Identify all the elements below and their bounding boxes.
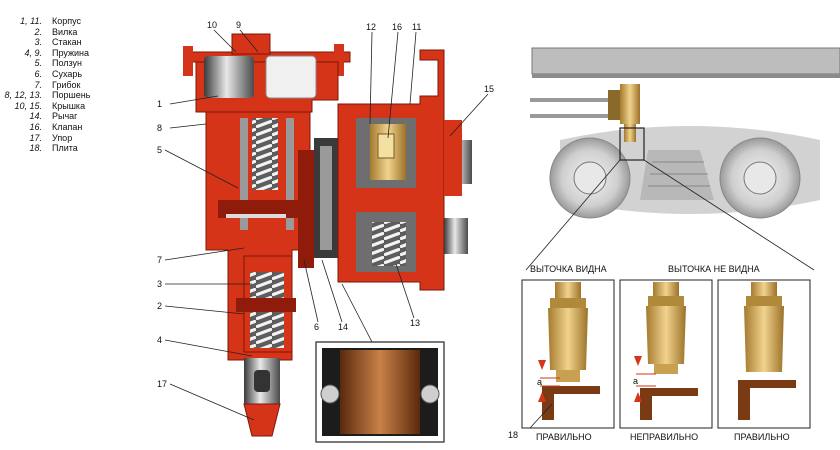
svg-text:a: a bbox=[633, 376, 638, 386]
legend-number: 3. bbox=[34, 37, 42, 48]
callout-3: 3 bbox=[157, 279, 162, 289]
fork bbox=[236, 298, 296, 312]
callout-6: 6 bbox=[314, 322, 319, 332]
legend-number: 4, 9. bbox=[24, 47, 42, 58]
legend-row: 17. Упор bbox=[4, 133, 90, 144]
callout-4: 4 bbox=[157, 335, 162, 345]
legend-number: 14. bbox=[29, 111, 42, 122]
legend-part-name: Плита bbox=[52, 143, 78, 154]
upper-piston-left bbox=[204, 56, 254, 98]
label-correct-2: ПРАВИЛЬНО bbox=[734, 432, 790, 442]
legend-part-name: Клапан bbox=[52, 121, 83, 132]
slider bbox=[218, 200, 298, 218]
inner-rod-right bbox=[286, 118, 294, 230]
panel-correct-1: a ПРАВИЛЬНО bbox=[521, 279, 615, 442]
legend-row: 4, 9. Пружина bbox=[4, 48, 90, 59]
mounting-view bbox=[525, 47, 840, 271]
legend-number: 2. bbox=[34, 26, 42, 37]
plate-18-b bbox=[640, 388, 698, 420]
legend-part-name: Пружина bbox=[52, 47, 89, 58]
left-bolt bbox=[183, 46, 193, 76]
callout-7: 7 bbox=[157, 255, 162, 265]
legend-part-name: Грибок bbox=[52, 79, 81, 90]
legend-part-name: Ползун bbox=[52, 58, 83, 69]
outlet-lower bbox=[444, 218, 468, 254]
callout-8: 8 bbox=[157, 123, 162, 133]
header-visible: ВЫТОЧКА ВИДНА bbox=[530, 264, 607, 274]
legend-row: 3. Стакан bbox=[4, 37, 90, 48]
legend-part-name: Рычаг bbox=[52, 111, 78, 122]
zoom-box bbox=[619, 127, 645, 161]
legend-row: 2. Вилка bbox=[4, 27, 90, 38]
callout-16: 16 bbox=[392, 22, 402, 32]
legend-part-name: Крышка bbox=[52, 100, 86, 111]
upper-spring bbox=[252, 118, 278, 190]
legend-number: 7. bbox=[34, 79, 42, 90]
legend-part-name: Упор bbox=[52, 132, 73, 143]
inner-rod-left bbox=[240, 118, 248, 230]
valve-cross-section bbox=[183, 33, 472, 443]
legend-row: 6. Сухарь bbox=[4, 69, 90, 80]
callout-17: 17 bbox=[157, 379, 167, 389]
panel-correct-2: ПРАВИЛЬНО bbox=[717, 279, 811, 442]
legend-part-name: Вилка bbox=[52, 26, 78, 37]
callout-text: 1 8 5 7 3 2 4 17 6 14 10 9 12 16 11 13 1… bbox=[157, 20, 494, 389]
legend-number: 6. bbox=[34, 68, 42, 79]
legend-number: 18. bbox=[29, 143, 42, 154]
callout-5: 5 bbox=[157, 145, 162, 155]
mounted-valve bbox=[620, 84, 640, 124]
plate-18-c bbox=[738, 380, 796, 420]
label-incorrect: НЕПРАВИЛЬНО bbox=[630, 432, 698, 442]
frame-beam bbox=[531, 47, 840, 75]
callout-13: 13 bbox=[410, 318, 420, 328]
lever bbox=[298, 150, 314, 268]
stop-tip bbox=[243, 403, 281, 437]
upper-piston-right bbox=[265, 55, 317, 99]
legend-part-name: Сухарь bbox=[52, 68, 83, 79]
callout-9: 9 bbox=[236, 20, 241, 30]
legend-part-name: Стакан bbox=[52, 37, 82, 48]
label-correct-1: ПРАВИЛЬНО bbox=[536, 432, 592, 442]
callout-2: 2 bbox=[157, 301, 162, 311]
legend-row: 16. Клапан bbox=[4, 122, 90, 133]
callout-10: 10 bbox=[207, 20, 217, 30]
legend-number: 17. bbox=[29, 132, 42, 143]
callout-14: 14 bbox=[338, 322, 348, 332]
callout-layer bbox=[164, 29, 489, 421]
legend-number: 8, 12, 13. bbox=[4, 90, 42, 101]
legend-number: 5. bbox=[34, 58, 42, 69]
legend-row: 8, 12, 13. Поршень bbox=[4, 90, 90, 101]
callout-12: 12 bbox=[366, 22, 376, 32]
legend-number: 1, 11. bbox=[20, 16, 42, 26]
piston-13-spring bbox=[372, 222, 406, 266]
legend-number: 10, 15. bbox=[14, 100, 42, 111]
legend-row: 10, 15. Крышка bbox=[4, 101, 90, 112]
callout-15: 15 bbox=[484, 84, 494, 94]
svg-text:a: a bbox=[537, 377, 542, 387]
callout-1: 1 bbox=[157, 99, 162, 109]
inset-roller bbox=[340, 350, 420, 434]
legend-row: 7. Грибок bbox=[4, 80, 90, 91]
callout-18: 18 bbox=[508, 430, 518, 440]
panel-incorrect: a НЕПРАВИЛЬНО bbox=[619, 279, 713, 442]
header-not-visible: ВЫТОЧКА НЕ ВИДНА bbox=[668, 264, 760, 274]
legend-row: 14. Рычаг bbox=[4, 111, 90, 122]
legend-row: 18. Плита bbox=[4, 143, 90, 154]
legend-number: 16. bbox=[29, 121, 42, 132]
right-bolt bbox=[334, 44, 344, 76]
plate-18-a bbox=[542, 386, 600, 420]
callout-11: 11 bbox=[412, 22, 421, 32]
legend-part-name: Корпус bbox=[52, 16, 82, 26]
legend-part-name: Поршень bbox=[52, 90, 91, 101]
legend-row: 5. Ползун bbox=[4, 58, 90, 69]
legend-row: 1, 11. Корпус bbox=[4, 16, 90, 27]
